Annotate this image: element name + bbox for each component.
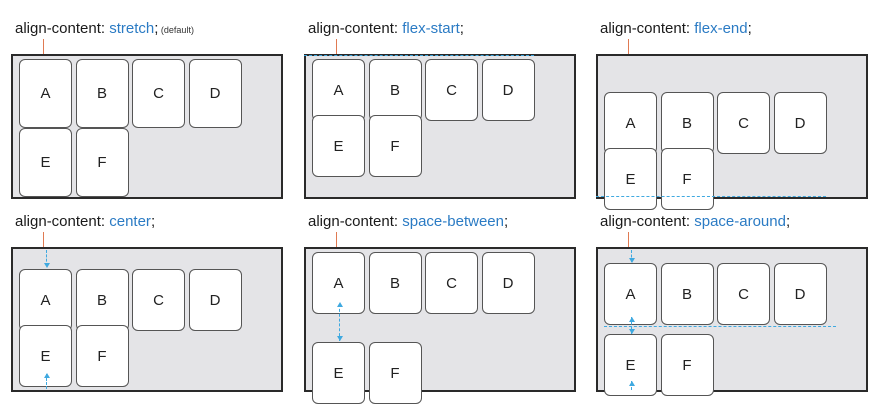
flex-item-a: A bbox=[312, 59, 365, 121]
flex-item-d: D bbox=[773, 92, 827, 154]
panel-caption: align-content: stretch; (default) bbox=[15, 20, 194, 39]
panel-caption: align-content: flex-end; bbox=[600, 20, 752, 38]
flex-item-d: D bbox=[188, 269, 242, 331]
cross-start-guide bbox=[304, 55, 534, 56]
caption-property: align-content: bbox=[15, 20, 110, 37]
bottom-space-arrow bbox=[43, 373, 50, 378]
flex-item-b: B bbox=[368, 252, 422, 314]
caption-semicolon: ; bbox=[785, 213, 791, 230]
between-space-arrow-up bbox=[336, 302, 343, 307]
flex-item-a: A bbox=[604, 92, 657, 154]
flex-item-f: F bbox=[660, 334, 714, 396]
flex-item-d: D bbox=[481, 59, 535, 121]
caption-semicolon: ; bbox=[150, 213, 156, 230]
caption-value: flex-end bbox=[694, 20, 748, 37]
caption-value: space-between bbox=[402, 213, 504, 230]
flex-item-b: B bbox=[660, 92, 714, 154]
top-space-arrow bbox=[43, 263, 50, 268]
midline-guide bbox=[604, 326, 836, 327]
flex-item-a: A bbox=[604, 263, 657, 325]
top-space-guide bbox=[631, 250, 632, 262]
middle-space-guide bbox=[631, 317, 632, 334]
caption-pointer bbox=[43, 39, 44, 54]
caption-value: flex-start bbox=[402, 20, 460, 37]
flex-item-b: B bbox=[368, 59, 422, 121]
between-space-arrow-down bbox=[336, 336, 343, 341]
caption-semicolon: ; bbox=[154, 20, 159, 37]
flex-item-c: C bbox=[132, 59, 185, 128]
flex-item-f: F bbox=[368, 115, 422, 177]
flex-item-a: A bbox=[19, 59, 72, 128]
caption-pointer bbox=[336, 39, 337, 54]
flex-item-e: E bbox=[312, 342, 365, 404]
panel-caption: align-content: space-between; bbox=[308, 213, 508, 231]
flex-item-f: F bbox=[75, 325, 129, 387]
caption-value: space-around bbox=[694, 213, 786, 230]
caption-property: align-content: bbox=[600, 213, 695, 230]
flex-item-f: F bbox=[368, 342, 422, 404]
flex-item-e: E bbox=[604, 148, 657, 210]
caption-property: align-content: bbox=[308, 20, 403, 37]
caption-pointer bbox=[43, 232, 44, 247]
caption-value: center bbox=[109, 213, 151, 230]
flex-item-f: F bbox=[660, 148, 714, 210]
flex-item-f: F bbox=[75, 128, 129, 197]
panel-caption: align-content: flex-start; bbox=[308, 20, 464, 38]
caption-semicolon: ; bbox=[459, 20, 464, 37]
flex-item-c: C bbox=[132, 269, 185, 331]
middle-space-arrow-down bbox=[628, 329, 635, 334]
panel-caption: align-content: center; bbox=[15, 213, 155, 231]
flex-item-a: A bbox=[19, 269, 72, 331]
panel-caption: align-content: space-around; bbox=[600, 213, 790, 231]
flex-item-e: E bbox=[312, 115, 365, 177]
caption-semicolon: ; bbox=[503, 213, 509, 230]
caption-note: (default) bbox=[158, 25, 194, 35]
between-space-guide bbox=[339, 304, 340, 341]
caption-property: align-content: bbox=[15, 213, 110, 230]
top-space-arrow bbox=[628, 258, 635, 263]
cross-end-guide bbox=[596, 196, 826, 197]
flex-item-a: A bbox=[312, 252, 365, 314]
flex-item-c: C bbox=[717, 92, 770, 154]
top-space-guide bbox=[46, 250, 47, 266]
flex-item-c: C bbox=[425, 252, 478, 314]
caption-pointer bbox=[628, 39, 629, 54]
bottom-space-guide bbox=[46, 374, 47, 389]
caption-value: stretch bbox=[109, 20, 155, 37]
middle-space-arrow-up bbox=[628, 317, 635, 322]
flex-item-b: B bbox=[75, 269, 129, 331]
caption-property: align-content: bbox=[600, 20, 695, 37]
flex-item-b: B bbox=[660, 263, 714, 325]
caption-semicolon: ; bbox=[747, 20, 752, 37]
caption-pointer bbox=[336, 232, 337, 247]
bottom-space-arrow bbox=[628, 381, 635, 386]
flex-item-e: E bbox=[19, 325, 72, 387]
flex-item-d: D bbox=[773, 263, 827, 325]
caption-pointer bbox=[628, 232, 629, 247]
flex-item-b: B bbox=[75, 59, 129, 128]
flex-item-c: C bbox=[717, 263, 770, 325]
flex-item-c: C bbox=[425, 59, 478, 121]
flex-item-e: E bbox=[19, 128, 72, 197]
flex-item-d: D bbox=[188, 59, 242, 128]
caption-property: align-content: bbox=[308, 213, 403, 230]
flex-item-d: D bbox=[481, 252, 535, 314]
